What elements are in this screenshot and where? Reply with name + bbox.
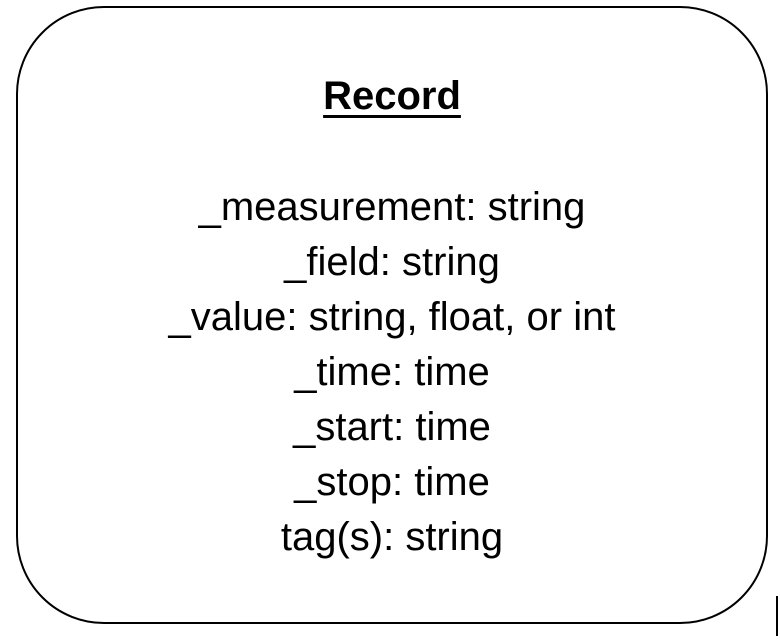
record-field-start: _start: time [293, 405, 491, 449]
edge-mark [776, 596, 778, 636]
record-field-time: _time: time [294, 350, 490, 394]
record-title: Record [323, 74, 461, 118]
record-field-tags: tag(s): string [280, 515, 504, 559]
record-field-list: _measurement: string _field: string _val… [18, 180, 766, 565]
record-field-stop: _stop: time [294, 460, 490, 504]
record-box: Record _measurement: string _field: stri… [16, 6, 768, 624]
record-field-measurement: _measurement: string [198, 185, 586, 229]
record-field-value: _value: string, float, or int [168, 295, 616, 339]
record-field-field: _field: string [284, 240, 500, 284]
